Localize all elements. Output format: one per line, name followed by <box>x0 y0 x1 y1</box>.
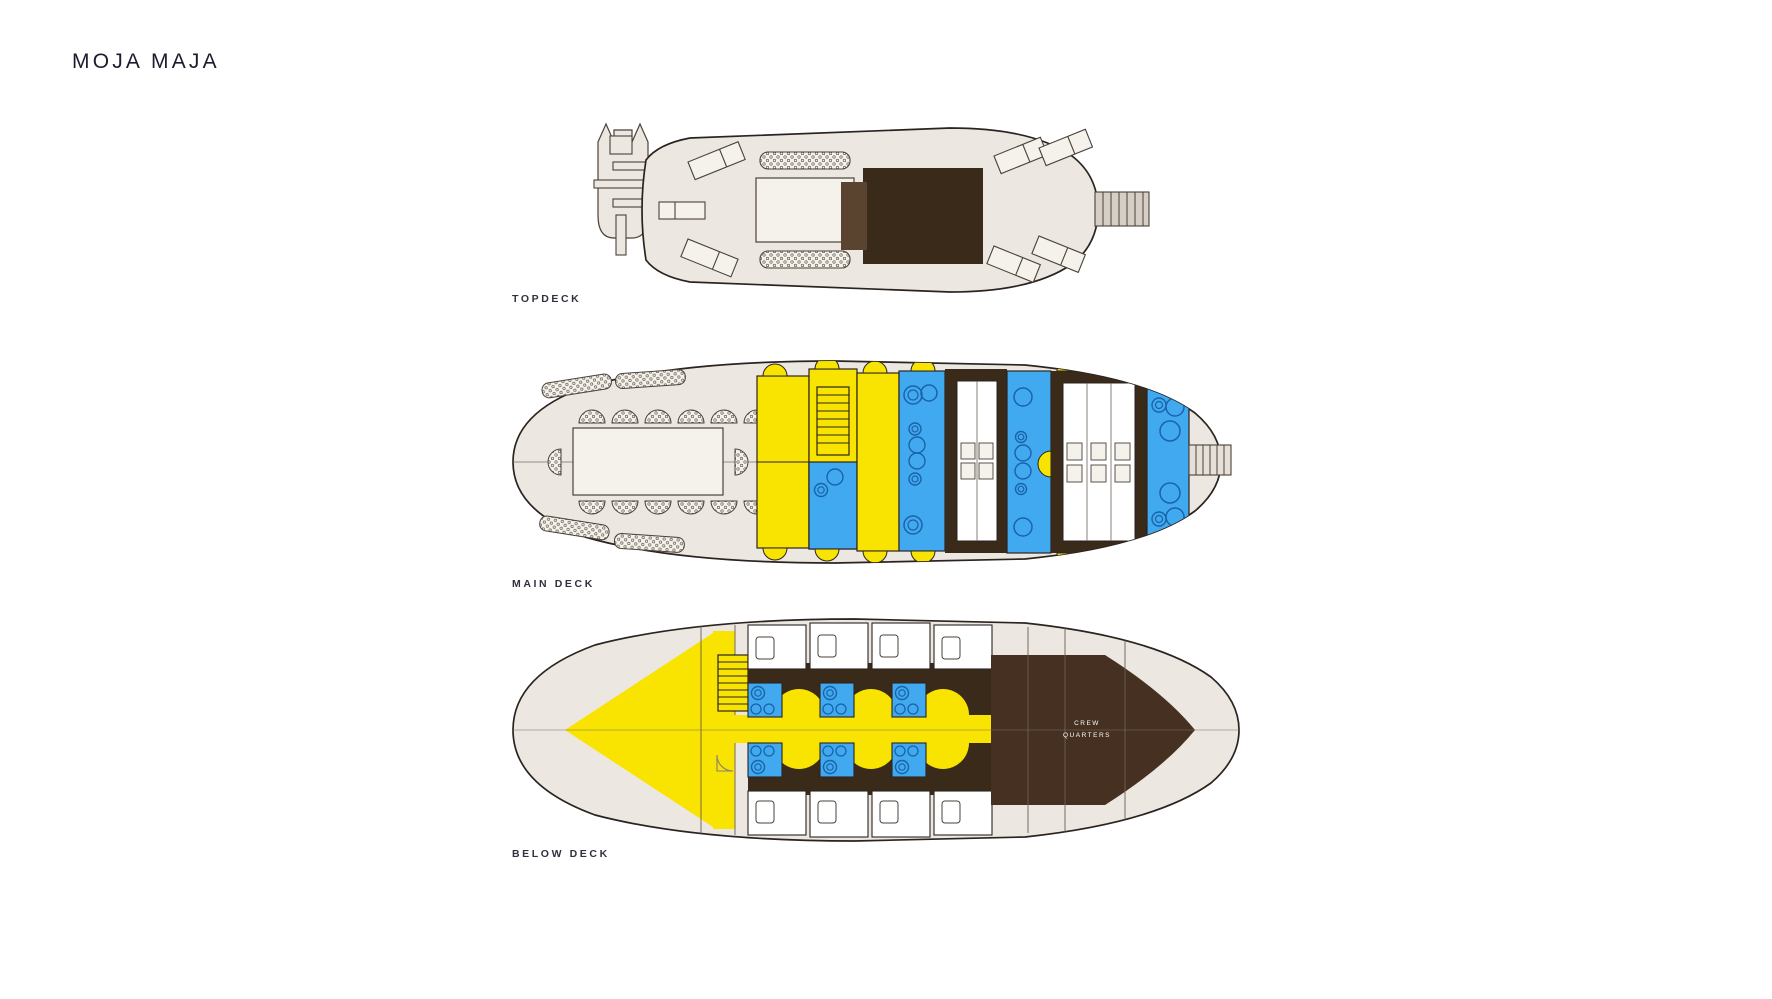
sun-lounger <box>680 238 739 278</box>
dining-chair-end <box>547 448 749 476</box>
sun-lounger <box>687 141 746 181</box>
deck-below: CREW QUARTERS <box>512 618 1240 842</box>
main-deck-cabin <box>856 372 900 552</box>
crew-quarters-label-line1: CREW <box>1074 720 1100 727</box>
ensuite-bathroom <box>747 682 927 718</box>
below-deck-staircase <box>717 654 749 712</box>
ensuite-bathroom <box>1006 370 1052 554</box>
ensuite-bathroom <box>898 370 946 552</box>
bench-cushion <box>759 151 851 269</box>
ensuite-bathroom <box>1146 380 1190 558</box>
door-swing <box>716 754 734 772</box>
guest-cabin <box>747 622 993 670</box>
deck-label-topdeck: TOPDECK <box>512 293 582 305</box>
dining-chair <box>578 409 771 424</box>
dining-table <box>572 427 724 496</box>
crew-quarters-label-line2: QUARTERS <box>1063 732 1111 739</box>
sun-lounger <box>1038 128 1094 167</box>
sun-lounger <box>986 245 1042 284</box>
side-lounger <box>658 201 706 220</box>
deck-topdeck <box>593 122 1150 293</box>
sun-lounger <box>1031 235 1087 274</box>
ensuite-bathroom <box>747 742 927 778</box>
ensuite-bathroom <box>808 461 858 550</box>
bench-cushion <box>539 369 686 553</box>
stern-ladder <box>1094 191 1150 227</box>
door-swing-arc <box>773 689 969 769</box>
interior-salon <box>1051 371 1147 553</box>
topdeck-table <box>755 177 855 243</box>
deck-label-below: BELOW DECK <box>512 848 610 860</box>
interior-salon <box>945 369 1007 553</box>
guest-cabin <box>747 790 993 838</box>
stern-ladder <box>1188 444 1232 476</box>
corridor <box>713 715 1023 743</box>
deck-main <box>512 360 1232 564</box>
page-title: MOJA MAJA <box>72 50 220 73</box>
shaded-canopy <box>841 168 983 264</box>
deck-label-main: MAIN DECK <box>512 578 595 590</box>
main-deck-staircase <box>816 386 850 456</box>
